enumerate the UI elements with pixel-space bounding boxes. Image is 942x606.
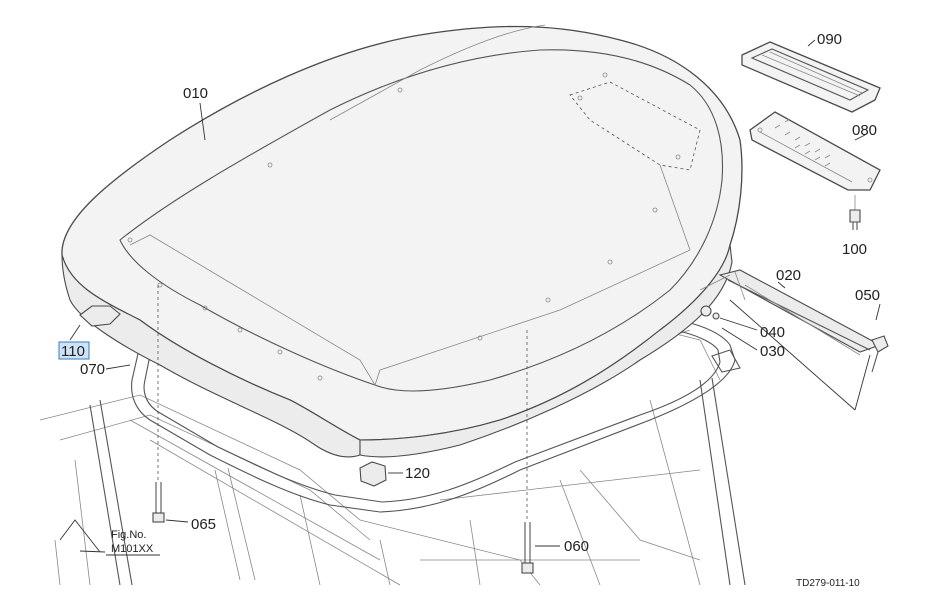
- figure-ref-line2[interactable]: M101XX: [111, 543, 154, 555]
- part-040-030-fasteners: [700, 305, 758, 373]
- leader-lines: [59, 102, 206, 553]
- callout-030[interactable]: 030: [760, 343, 785, 360]
- callout-090[interactable]: 090: [817, 31, 842, 48]
- part-065-bolt: [152, 285, 189, 523]
- figure-ref-line1: Fig.No.: [111, 529, 146, 541]
- part-100-bolt: [849, 195, 861, 230]
- part-050-screw: [871, 303, 889, 373]
- callout-080[interactable]: 080: [852, 122, 877, 139]
- figure-reference: Fig.No. M101XX: [106, 529, 160, 556]
- callouts: 010 020 040 030 050 060 065 070 080 090 …: [58, 31, 880, 555]
- callout-010[interactable]: 010: [183, 85, 208, 102]
- callout-110-highlight: [58, 341, 90, 360]
- callout-110[interactable]: 110: [61, 343, 85, 360]
- part-010-roof: [61, 24, 743, 458]
- part-060-bolt: [521, 330, 560, 574]
- part-020-bracket: [699, 269, 882, 411]
- callout-050[interactable]: 050: [855, 287, 880, 304]
- callout-100[interactable]: 100: [842, 241, 867, 258]
- callout-060[interactable]: 060: [564, 538, 589, 555]
- callout-040[interactable]: 040: [760, 324, 785, 341]
- part-080-plate: [749, 111, 881, 191]
- callout-020[interactable]: 020: [776, 267, 801, 284]
- part-120-pad: [359, 461, 403, 487]
- drawing-id: TD279-011-10: [796, 578, 860, 589]
- part-110-pad: [69, 305, 121, 341]
- part-090-filter: [741, 39, 881, 113]
- vent-slots: [774, 118, 831, 167]
- callout-070[interactable]: 070: [80, 361, 105, 378]
- callout-065[interactable]: 065: [191, 516, 216, 533]
- callout-120[interactable]: 120: [405, 465, 430, 482]
